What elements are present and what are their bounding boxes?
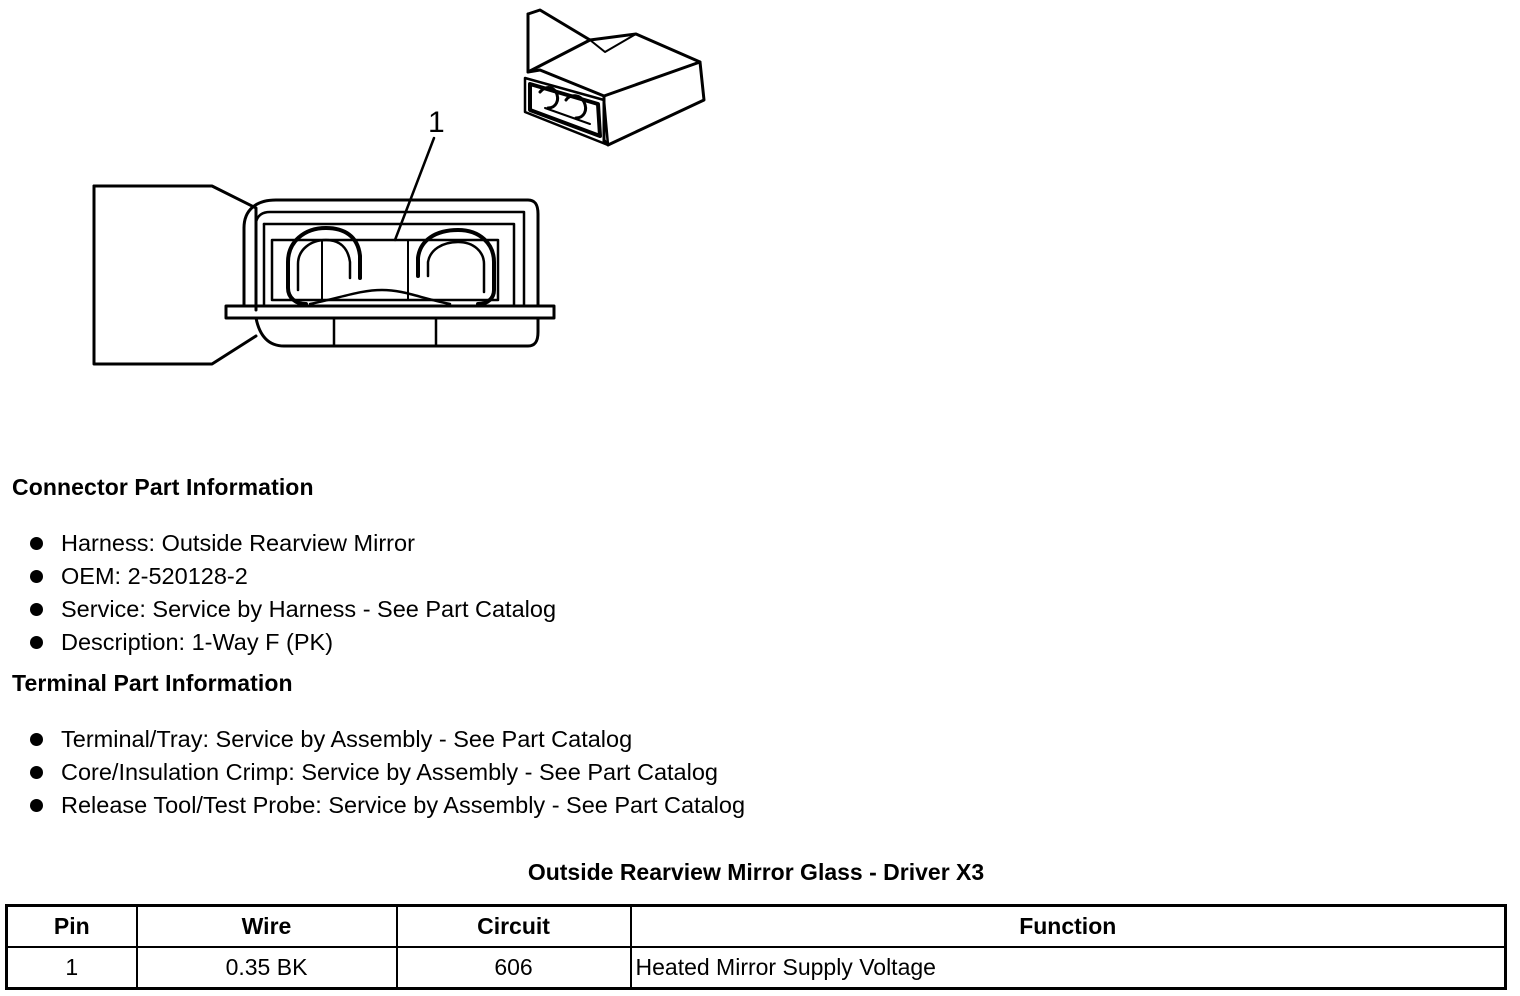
- column-header-pin: Pin: [5, 904, 138, 948]
- pinout-table: Pin Wire Circuit Function 1 0.35 BK 606 …: [5, 904, 1507, 990]
- callout-number: 1: [428, 106, 445, 139]
- bullet-icon: [30, 636, 43, 649]
- connector-front-view: [92, 184, 556, 366]
- list-item: Release Tool/Test Probe: Service by Asse…: [26, 789, 745, 822]
- column-header-circuit: Circuit: [395, 904, 632, 948]
- list-item: OEM: 2-520128-2: [26, 560, 556, 593]
- column-header-function: Function: [629, 904, 1507, 948]
- list-item-text: OEM: 2-520128-2: [61, 563, 248, 589]
- bullet-icon: [30, 733, 43, 746]
- list-item-text: Service: Service by Harness - See Part C…: [61, 596, 557, 622]
- list-item: Terminal/Tray: Service by Assembly - See…: [26, 723, 745, 756]
- list-item: Harness: Outside Rearview Mirror: [26, 527, 556, 560]
- list-item-text: Release Tool/Test Probe: Service by Asse…: [61, 792, 746, 818]
- bullet-icon: [30, 537, 43, 550]
- list-item-text: Description: 1-Way F (PK): [61, 629, 334, 655]
- connector-isometric-view: [523, 8, 706, 147]
- connector-part-info-heading: Connector Part Information: [12, 474, 314, 500]
- list-item: Core/Insulation Crimp: Service by Assemb…: [26, 756, 745, 789]
- connector-illustration: 1: [92, 8, 706, 366]
- list-item: Service: Service by Harness - See Part C…: [26, 593, 556, 626]
- connector-part-info-list: Harness: Outside Rearview Mirror OEM: 2-…: [26, 527, 556, 659]
- terminal-part-info-heading: Terminal Part Information: [12, 670, 293, 696]
- cell-pin: 1: [5, 946, 138, 990]
- list-item: Description: 1-Way F (PK): [26, 626, 556, 659]
- bullet-icon: [30, 570, 43, 583]
- list-item-text: Core/Insulation Crimp: Service by Assemb…: [61, 759, 718, 785]
- bullet-icon: [30, 799, 43, 812]
- cell-function: Heated Mirror Supply Voltage: [629, 946, 1507, 990]
- list-item-text: Harness: Outside Rearview Mirror: [61, 530, 415, 556]
- table-row: 1 0.35 BK 606 Heated Mirror Supply Volta…: [5, 946, 1507, 990]
- cell-circuit: 606: [395, 946, 632, 990]
- table-header-row: Pin Wire Circuit Function: [5, 904, 1507, 948]
- column-header-wire: Wire: [135, 904, 398, 948]
- terminal-part-info-list: Terminal/Tray: Service by Assembly - See…: [26, 723, 745, 822]
- bullet-icon: [30, 766, 43, 779]
- cell-wire: 0.35 BK: [135, 946, 398, 990]
- bullet-icon: [30, 603, 43, 616]
- table-caption: Outside Rearview Mirror Glass - Driver X…: [527, 859, 985, 885]
- list-item-text: Terminal/Tray: Service by Assembly - See…: [61, 726, 633, 752]
